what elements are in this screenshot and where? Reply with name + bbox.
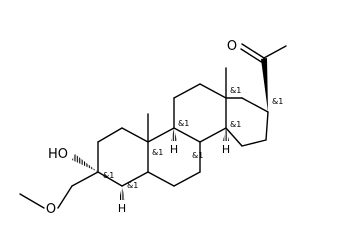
ketone-oxygen-label: O	[227, 39, 237, 54]
atom-labels: O HO O	[46, 39, 237, 217]
stereo-label-c9: &1	[178, 119, 189, 128]
stereo-label-c13: &1	[230, 86, 241, 95]
hashed-bond-c3-oh	[72, 154, 98, 172]
hydroxyl-label: HO	[48, 147, 68, 162]
stereo-label-c17: &1	[272, 97, 283, 106]
h-label-c14: H	[222, 143, 230, 156]
stereo-label-c3: &1	[103, 171, 114, 180]
wedge-bond-c17-acetyl	[261, 58, 268, 112]
hashed-bond-c9-h	[171, 128, 177, 141]
hashed-bond-c5-h	[119, 186, 125, 200]
hashed-bond-c14-h	[223, 128, 229, 141]
stereo-label-c14: &1	[230, 120, 241, 129]
ether-oxygen-label: O	[46, 202, 56, 217]
stereo-label-c8: &1	[192, 151, 203, 160]
hydrogen-labels: H H H	[118, 143, 230, 215]
stereo-label-c5: &1	[127, 181, 138, 190]
stereo-descriptors: &1 &1 &1 &1 &1 &1 &1 &1	[103, 86, 283, 190]
bond-lines	[19, 43, 287, 209]
stereo-label-c10: &1	[152, 148, 163, 157]
stereo-wedges	[72, 58, 268, 200]
h-label-c5: H	[118, 202, 126, 215]
h-label-c9: H	[170, 143, 178, 156]
